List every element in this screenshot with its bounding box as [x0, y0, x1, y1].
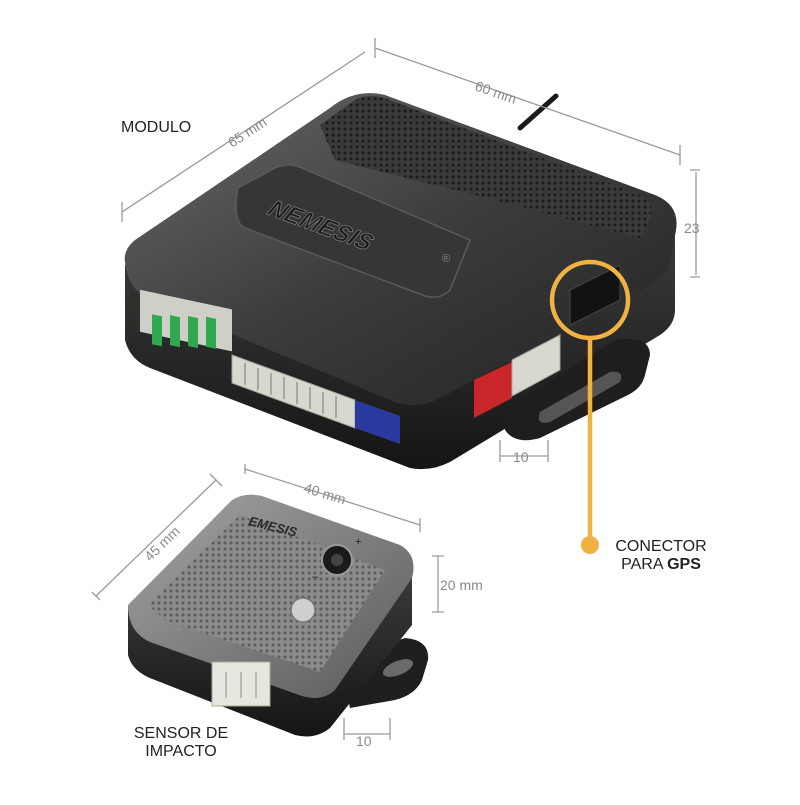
- module-grille: [320, 96, 652, 238]
- label-conector-line2: PARA GPS: [606, 556, 716, 574]
- module-side: [125, 235, 675, 470]
- dim-module-depth: 65 mm: [225, 114, 270, 151]
- sensor-side: [128, 575, 412, 737]
- impact-sensor: EMESIS + –: [128, 494, 429, 737]
- minus-sign: –: [312, 571, 319, 583]
- dim-sensor-height: 20 mm: [440, 577, 483, 593]
- plus-sign: +: [355, 536, 361, 548]
- gps-callout-dot: [581, 536, 599, 554]
- connector-right: [511, 334, 561, 397]
- label-modulo: MODULO: [121, 119, 192, 136]
- label-conector-line1: CONECTOR: [615, 538, 707, 555]
- sensor-led: [290, 597, 316, 623]
- connector-blue: [355, 400, 400, 444]
- dim-module-width: 60 mm: [473, 78, 519, 107]
- label-conector-gps: GPS: [667, 556, 701, 573]
- label-conector: CONECTOR PARA GPS: [606, 538, 716, 574]
- label-sensor-line2: IMPACTO: [145, 743, 217, 760]
- label-conector-prefix: PARA: [621, 556, 668, 573]
- label-sensor: SENSOR DE IMPACTO: [126, 725, 236, 761]
- gps-callout: [549, 259, 631, 554]
- module-tab-slot: [538, 371, 622, 423]
- dim-module-height: 23: [684, 220, 700, 236]
- dim-sensor-tab: 10: [356, 733, 372, 749]
- antenna: [517, 93, 559, 131]
- registered-mark: ®: [442, 253, 450, 265]
- connector-left: [140, 289, 232, 352]
- label-sensor-line1: SENSOR DE: [133, 725, 229, 742]
- gps-connector: [569, 264, 621, 326]
- module-logo-panel: [235, 164, 471, 298]
- dim-module-tab: 10: [513, 449, 529, 465]
- main-module: NEMESIS ®: [124, 93, 677, 470]
- dim-sensor-width: 40 mm: [302, 480, 348, 508]
- connector-red: [474, 362, 512, 418]
